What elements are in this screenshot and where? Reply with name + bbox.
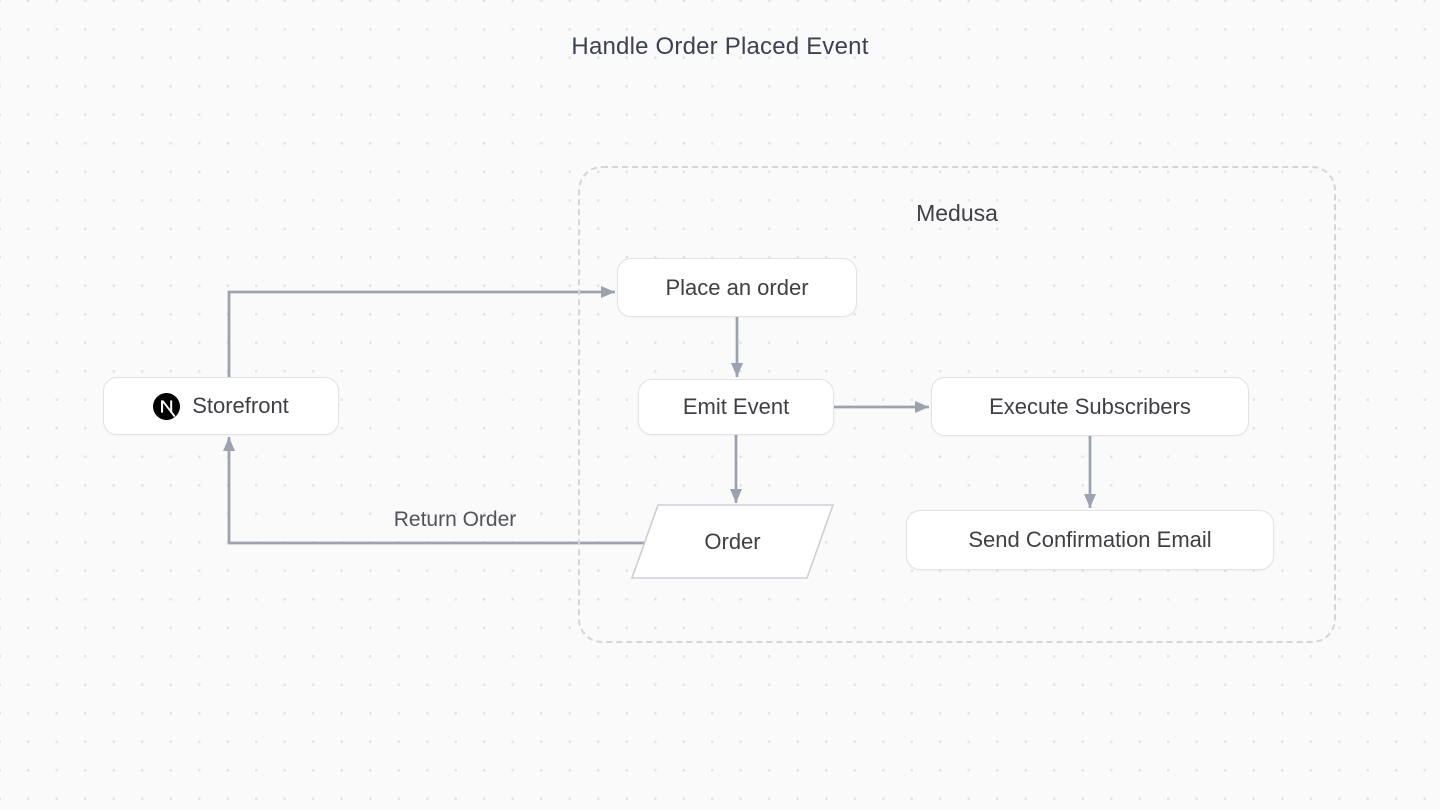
- node-execute-subscribers-label: Execute Subscribers: [989, 393, 1191, 419]
- node-order: Order: [645, 505, 820, 578]
- node-send-confirmation-email-label: Send Confirmation Email: [968, 527, 1212, 552]
- node-emit-event: Emit Event: [638, 379, 834, 435]
- node-place-an-order-label: Place an order: [665, 274, 809, 300]
- return-order-edge-label: Return Order: [393, 508, 517, 531]
- nextjs-logo-icon: [153, 392, 181, 420]
- order-parallelogram-shape: [630, 504, 835, 579]
- node-order-label: Order: [704, 528, 761, 554]
- node-storefront: Storefront: [103, 377, 339, 435]
- medusa-container-label: Medusa: [916, 200, 998, 226]
- node-storefront-label: Storefront: [192, 393, 289, 418]
- diagram-title: Handle Order Placed Event: [571, 33, 869, 60]
- node-place-an-order: Place an order: [617, 258, 857, 317]
- node-send-confirmation-email: Send Confirmation Email: [906, 510, 1274, 570]
- medusa-container: Medusa: [578, 166, 1336, 643]
- node-emit-event-label: Emit Event: [682, 394, 790, 419]
- edge-order-to-storefront: [223, 437, 645, 545]
- node-execute-subscribers: Execute Subscribers: [931, 377, 1249, 436]
- edge-storefront-to-place-order: [227, 286, 615, 377]
